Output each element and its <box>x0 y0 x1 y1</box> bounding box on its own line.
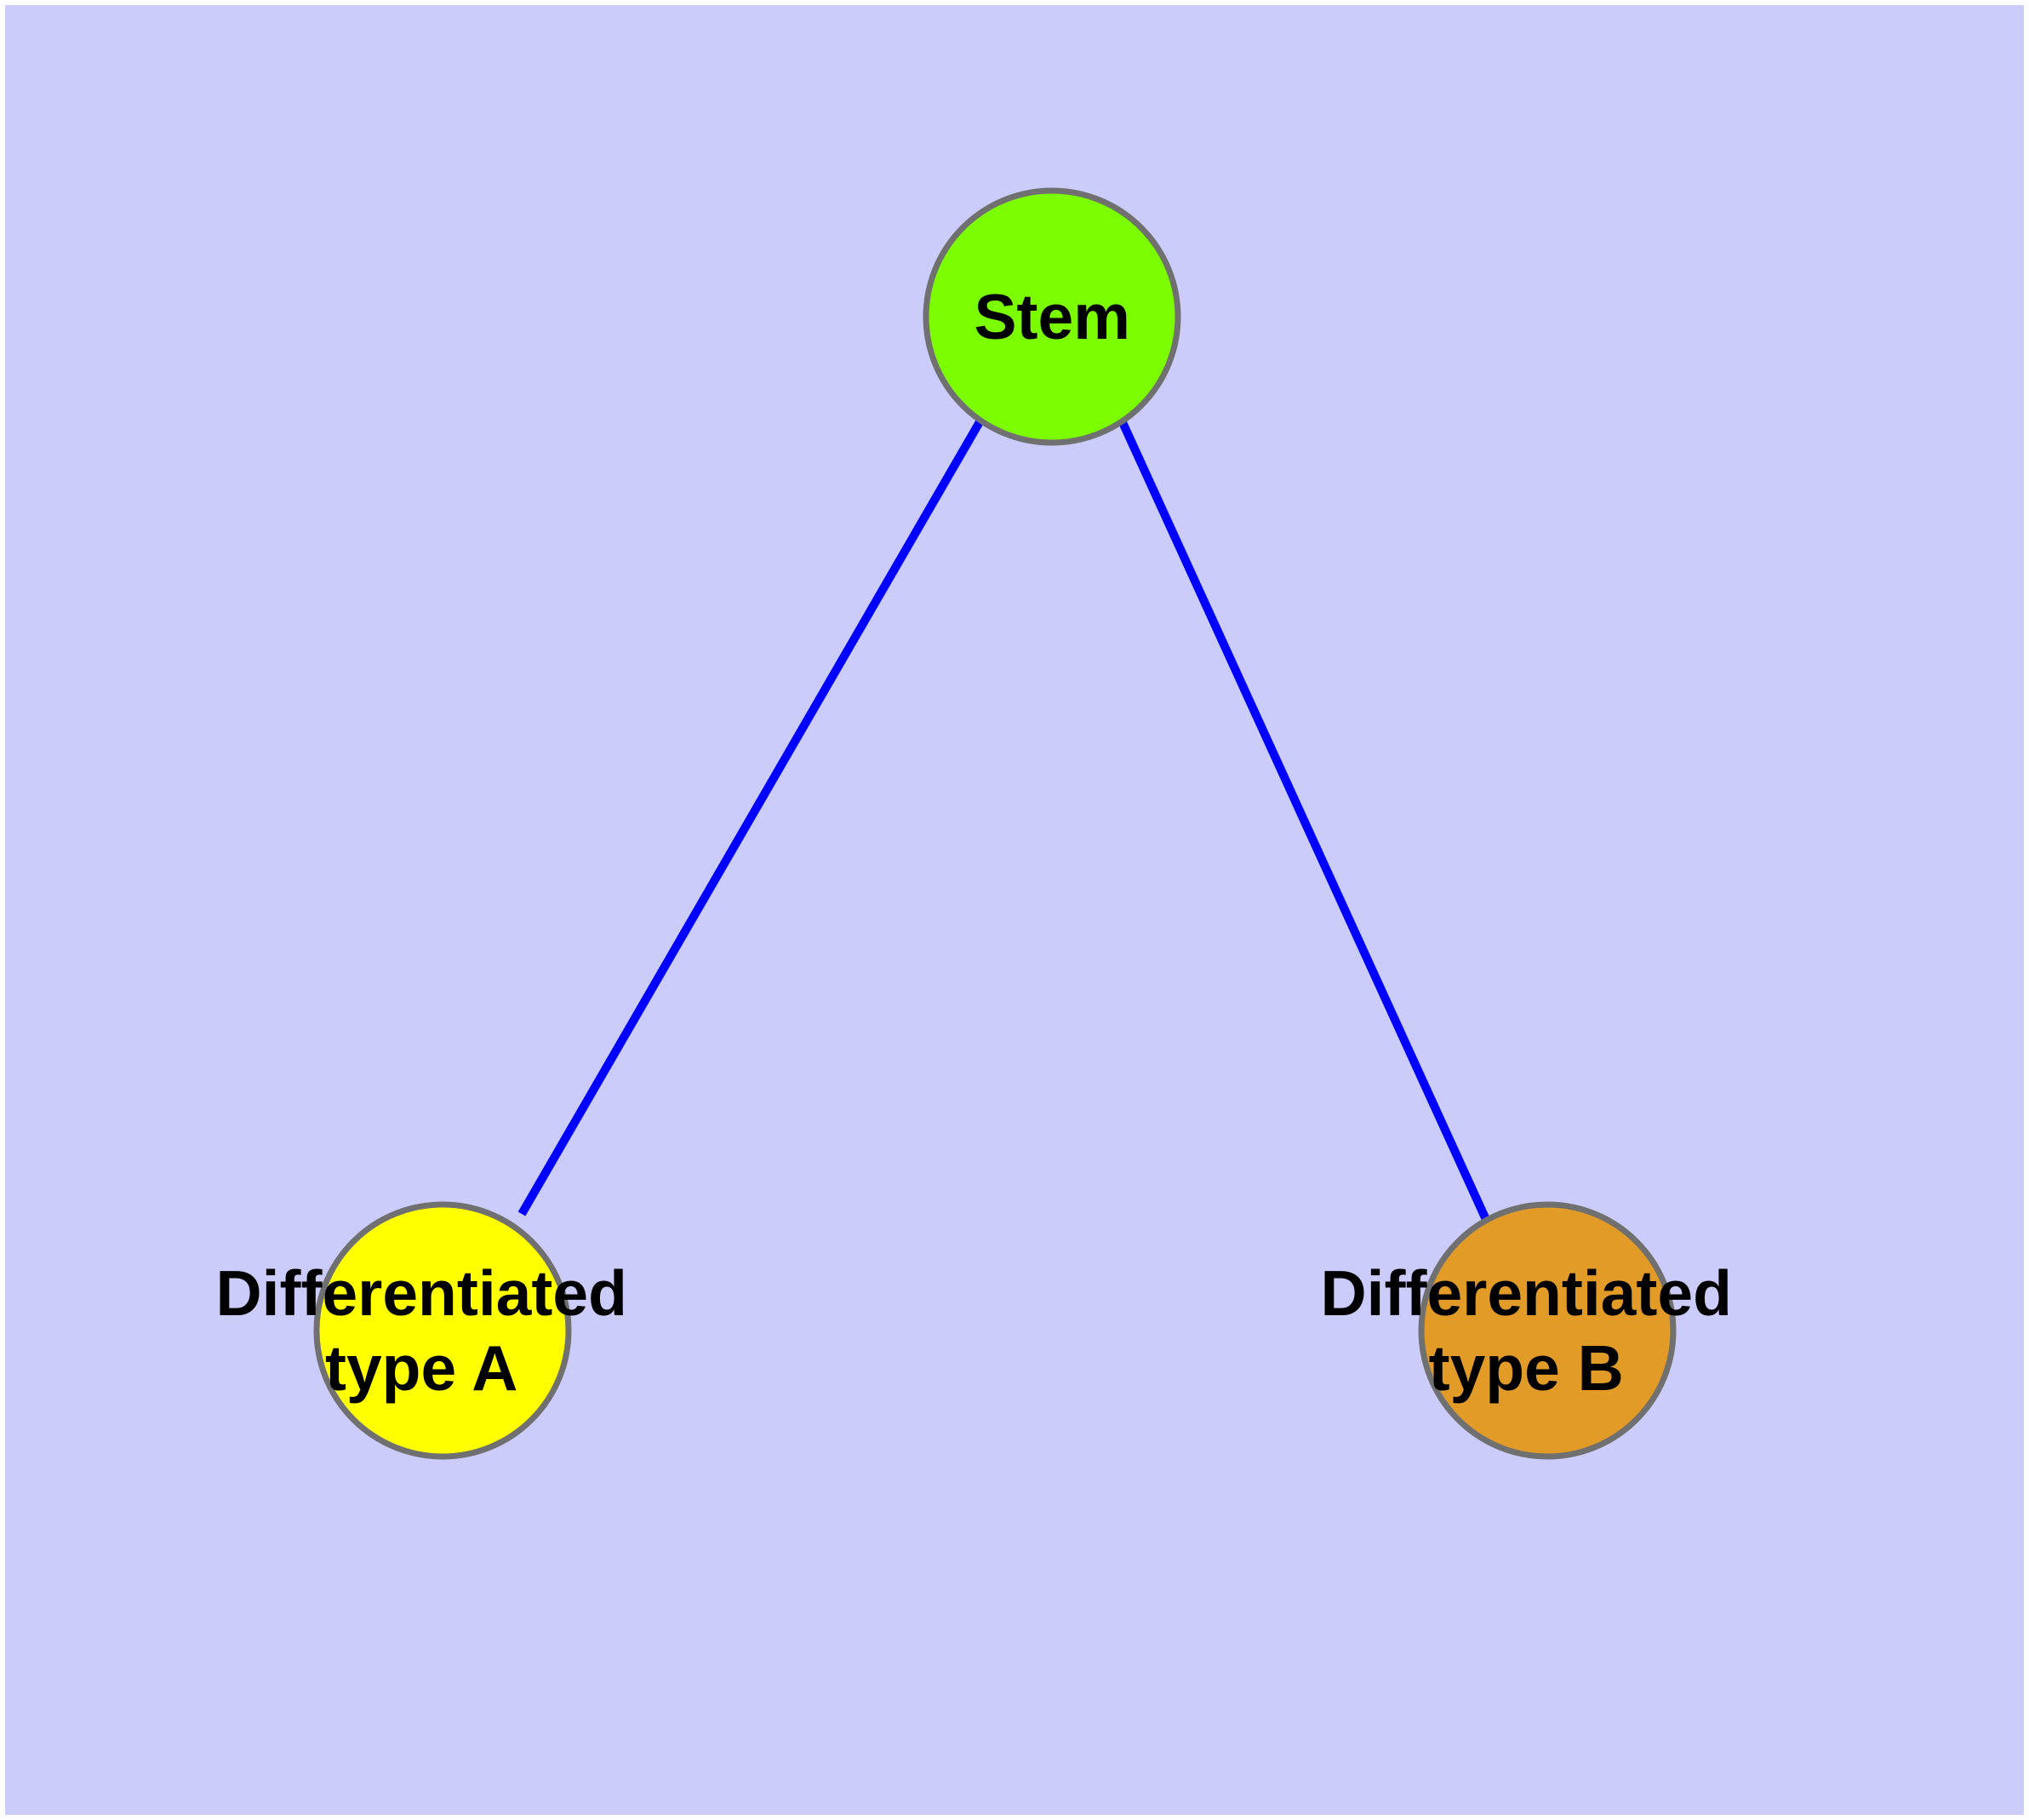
graph-node-stem[interactable] <box>923 187 1181 446</box>
graph-edge-stem-to-a[interactable] <box>517 418 985 1216</box>
graph-node-diff_b[interactable] <box>1418 1201 1677 1460</box>
graph-node-diff_a[interactable] <box>313 1201 572 1460</box>
graph-edge-stem-to-b[interactable] <box>1117 418 1492 1226</box>
nodes-layer <box>313 187 1677 1460</box>
edges-layer <box>517 418 1492 1226</box>
